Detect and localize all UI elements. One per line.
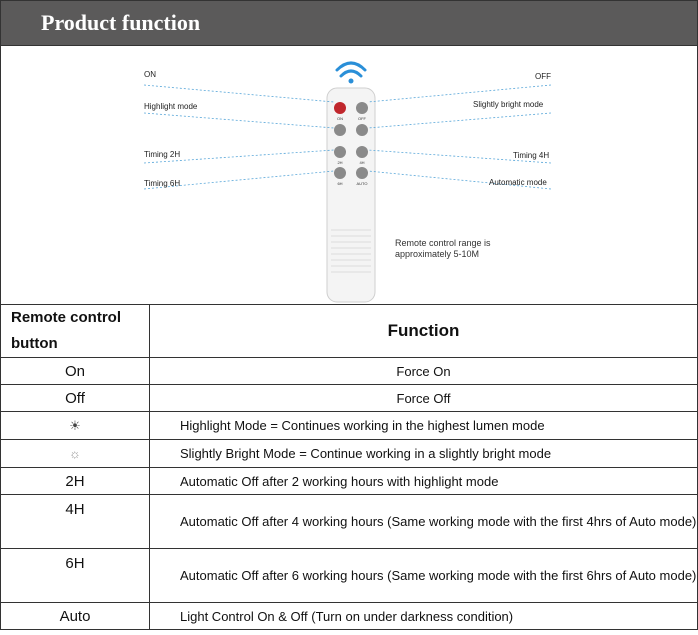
remote-diagram: ON OFF 2H 4H 6H AUTO ON OFF Highlight mo… — [0, 46, 698, 304]
button-cell: ☼ — [0, 439, 150, 468]
function-cell: Automatic Off after 4 working hours (Sam… — [149, 494, 698, 549]
label-automatic-mode: Automatic mode — [489, 178, 547, 187]
function-cell: Slightly Bright Mode = Continue working … — [149, 439, 698, 468]
button-cell: ☀ — [0, 411, 150, 440]
range-note: Remote control range is approximately 5-… — [395, 238, 491, 259]
btn-label-off: OFF — [358, 116, 367, 121]
remote-button-2h — [334, 146, 346, 158]
table-row: On Force On — [0, 357, 698, 385]
table-row: ☼ Slightly Bright Mode = Continue workin… — [0, 439, 698, 468]
sun-icon: ☀ — [69, 418, 81, 433]
button-cell: Off — [0, 384, 150, 412]
table-row: 2H Automatic Off after 2 working hours w… — [0, 467, 698, 495]
leader-lines — [143, 84, 552, 190]
remote-button-on — [334, 102, 346, 114]
button-cell: 6H — [0, 548, 150, 603]
remote-grip — [331, 229, 371, 273]
table-row: ☀ Highlight Mode = Continues working in … — [0, 411, 698, 440]
col-header-function: Function — [149, 304, 698, 358]
button-cell: Auto — [0, 602, 150, 630]
function-cell: Force Off — [149, 384, 698, 412]
remote-body — [326, 87, 376, 303]
label-highlight-mode: Highlight mode — [144, 102, 198, 111]
table-row: 4H Automatic Off after 4 working hours (… — [0, 494, 698, 549]
table-row: 6H Automatic Off after 6 working hours (… — [0, 548, 698, 603]
button-cell: 4H — [0, 494, 150, 549]
function-cell: Automatic Off after 6 working hours (Sam… — [149, 548, 698, 603]
label-timing-4h: Timing 4H — [513, 151, 550, 160]
table-header-row: Remote control button Function — [0, 304, 698, 358]
function-cell: Light Control On & Off (Turn on under da… — [149, 602, 698, 630]
remote-button-off — [356, 102, 368, 114]
btn-label-auto: AUTO — [356, 181, 367, 186]
label-timing-2h: Timing 2H — [144, 150, 181, 159]
section-header: Product function — [0, 0, 698, 46]
remote-button-slightly — [356, 124, 368, 136]
dim-sun-icon: ☼ — [69, 446, 81, 461]
col-header-button: Remote control button — [0, 304, 150, 358]
btn-label-4h: 4H — [359, 160, 364, 165]
remote-button-highlight — [334, 124, 346, 136]
btn-label-6h: 6H — [337, 181, 342, 186]
remote-button-6h — [334, 167, 346, 179]
function-cell: Highlight Mode = Continues working in th… — [149, 411, 698, 440]
button-cell: 2H — [0, 467, 150, 495]
button-cell: On — [0, 357, 150, 385]
section-title: Product function — [41, 10, 201, 35]
remote-illustration: ON OFF 2H 4H 6H AUTO — [143, 61, 552, 303]
remote-button-auto — [356, 167, 368, 179]
btn-label-on: ON — [337, 116, 343, 121]
label-timing-6h: Timing 6H — [144, 179, 181, 188]
table-row: Auto Light Control On & Off (Turn on und… — [0, 602, 698, 630]
label-on: ON — [144, 70, 156, 79]
function-cell: Force On — [149, 357, 698, 385]
function-cell: Automatic Off after 2 working hours with… — [149, 467, 698, 495]
wifi-icon — [335, 61, 367, 84]
label-slightly-bright-mode: Slightly bright mode — [473, 100, 544, 109]
remote-button-4h — [356, 146, 368, 158]
label-off: OFF — [535, 72, 551, 81]
btn-label-2h: 2H — [337, 160, 342, 165]
function-table: Remote control button Function On Force … — [0, 304, 698, 630]
table-row: Off Force Off — [0, 384, 698, 412]
